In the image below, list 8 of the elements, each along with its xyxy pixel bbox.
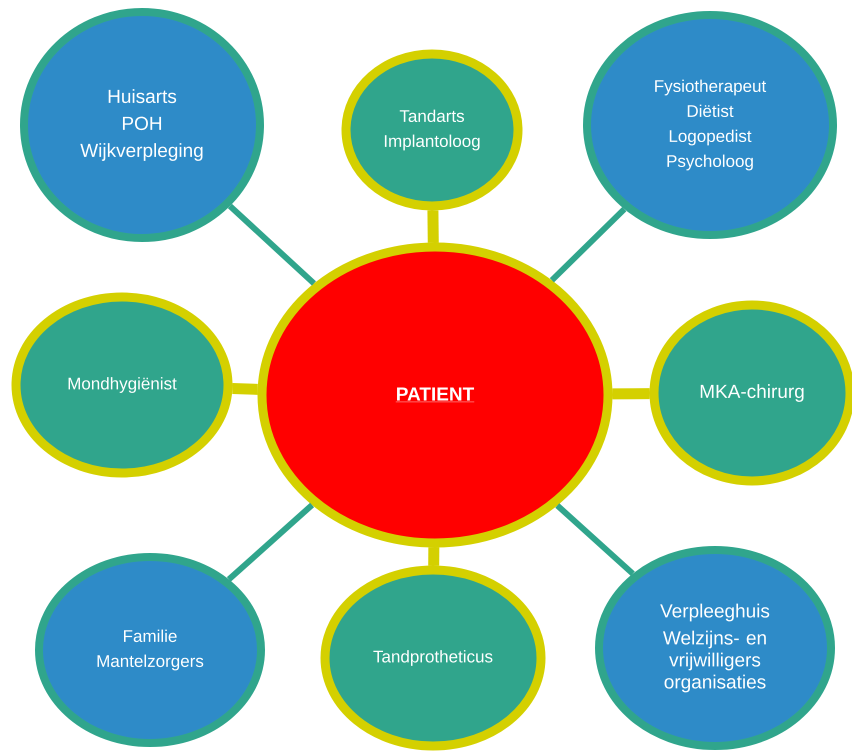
connector-line [232,383,258,395]
connector-line [228,204,316,286]
connector-line [428,547,440,566]
connector-line [612,388,650,400]
connector-line [226,502,314,582]
connector-line [427,210,439,243]
connector-line [550,206,626,282]
connector-line [555,503,635,576]
